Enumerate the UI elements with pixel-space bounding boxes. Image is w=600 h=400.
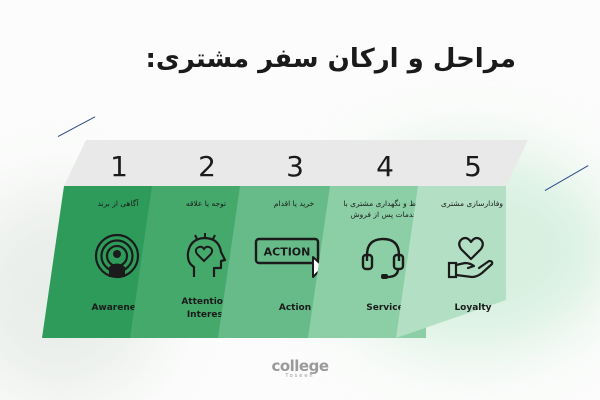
step-number: 2 [198, 150, 216, 183]
action-button-cursor-icon: ACTION [254, 237, 328, 281]
action-icon-label: ACTION [264, 246, 311, 259]
step-persian-label: خرید یا اقدام [273, 199, 315, 208]
step-panel: 4 حفظ و نگهداری مشتری با خدمات پس از فرو… [308, 140, 448, 338]
step-number: 5 [464, 150, 482, 183]
head-heart-icon [186, 233, 227, 277]
awareness-person-signal-icon [94, 233, 140, 279]
step-number-band [330, 140, 448, 186]
step-panel: 1 آگاهی از برند Awareness [42, 140, 182, 338]
step-panel: 3 خرید یا اقدام ACTION Action [218, 140, 358, 338]
step-number-band [152, 140, 270, 186]
step-number-band [64, 140, 182, 186]
step-english-label: Awareness [91, 303, 147, 313]
step-english-label: Loyalty [454, 303, 492, 313]
step-panel: 5 وفادارسازی مشتری Loyalty [396, 140, 528, 338]
step-persian-label: وفادارسازی مشتری [441, 199, 503, 208]
hand-heart-icon [447, 236, 494, 279]
step-persian-label: آگاهی از برند [97, 199, 139, 208]
college-logo: college Toseeh [250, 357, 350, 379]
step-number: 4 [376, 150, 394, 183]
step-number: 1 [110, 150, 128, 183]
step-persian-label: حفظ و نگهداری مشتری با خدمات پس از فروش [343, 199, 425, 219]
step-panel: 2 توجه یا علاقه Attention/ Interest [130, 140, 270, 338]
headset-icon [361, 237, 405, 279]
step-number: 3 [286, 150, 304, 183]
step-body [42, 186, 160, 338]
step-panel-shape [42, 140, 182, 338]
step-english-label: Service [366, 303, 404, 313]
logo-main-text: college [271, 357, 329, 375]
page-title: مراحل و ارکان سفر مشتری: [145, 44, 516, 74]
step-number-band [240, 140, 358, 186]
step-persian-label: توجه یا علاقه [185, 199, 227, 208]
step-english-label: Action [278, 303, 312, 313]
step-panel-shape [308, 140, 448, 338]
step-body [308, 186, 426, 338]
step-number-band [418, 140, 528, 186]
step-english-label: Attention/ Interest [181, 297, 233, 320]
logo-sub-text: Toseeh [285, 373, 315, 379]
